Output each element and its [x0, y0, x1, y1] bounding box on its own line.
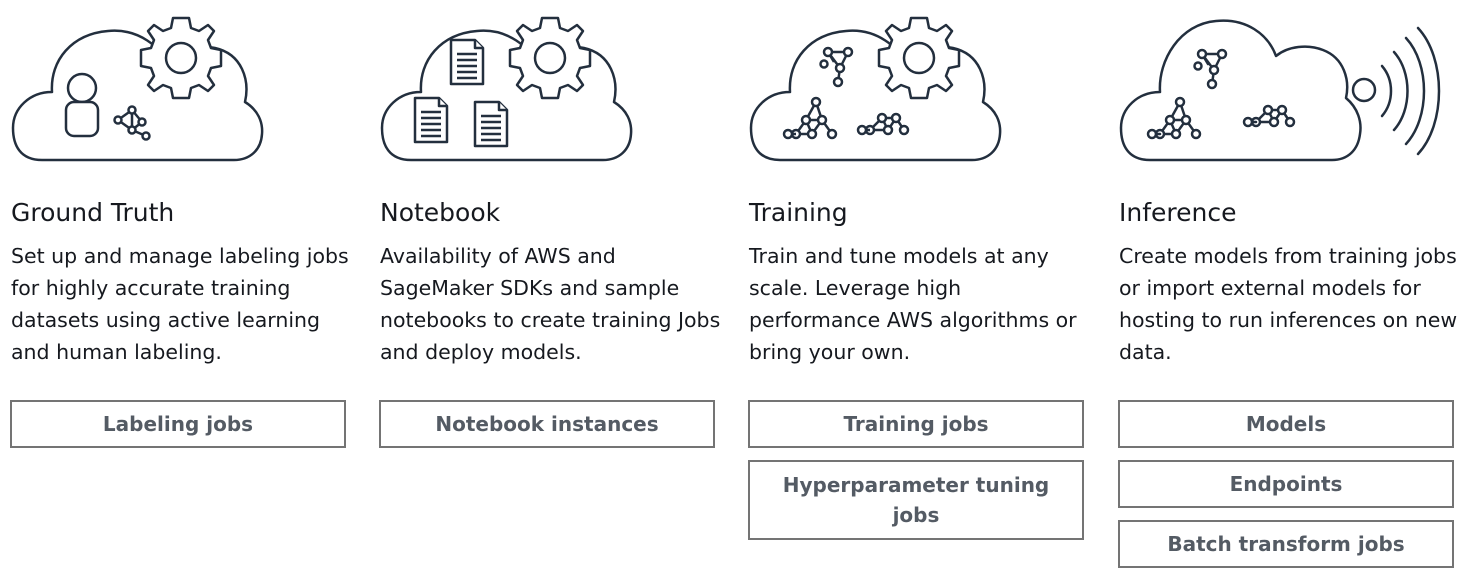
hyperparameter-tuning-jobs-button[interactable]: Hyperparameter tuning jobs [748, 460, 1084, 540]
section-title: Training [749, 198, 848, 227]
section-title: Inference [1119, 198, 1237, 227]
section-description: Availability of AWS and SageMaker SDKs a… [380, 244, 721, 364]
cloud-networks-gear-icon [748, 10, 1084, 170]
cloud-documents-gear-icon [379, 10, 715, 170]
section-description: Create models from training jobs or impo… [1119, 244, 1458, 364]
section-title: Notebook [380, 198, 501, 227]
section-description: Set up and manage labeling jobs for high… [11, 244, 349, 364]
section-title: Ground Truth [11, 198, 175, 227]
section-description: Train and tune models at any scale. Leve… [749, 244, 1077, 364]
cloud-networks-signal-icon [1118, 10, 1454, 170]
cloud-person-gear-icon [10, 10, 346, 170]
models-button[interactable]: Models [1118, 400, 1454, 448]
notebook-instances-button[interactable]: Notebook instances [379, 400, 715, 448]
batch-transform-jobs-button[interactable]: Batch transform jobs [1118, 520, 1454, 568]
endpoints-button[interactable]: Endpoints [1118, 460, 1454, 508]
labeling-jobs-button[interactable]: Labeling jobs [10, 400, 346, 448]
training-jobs-button[interactable]: Training jobs [748, 400, 1084, 448]
